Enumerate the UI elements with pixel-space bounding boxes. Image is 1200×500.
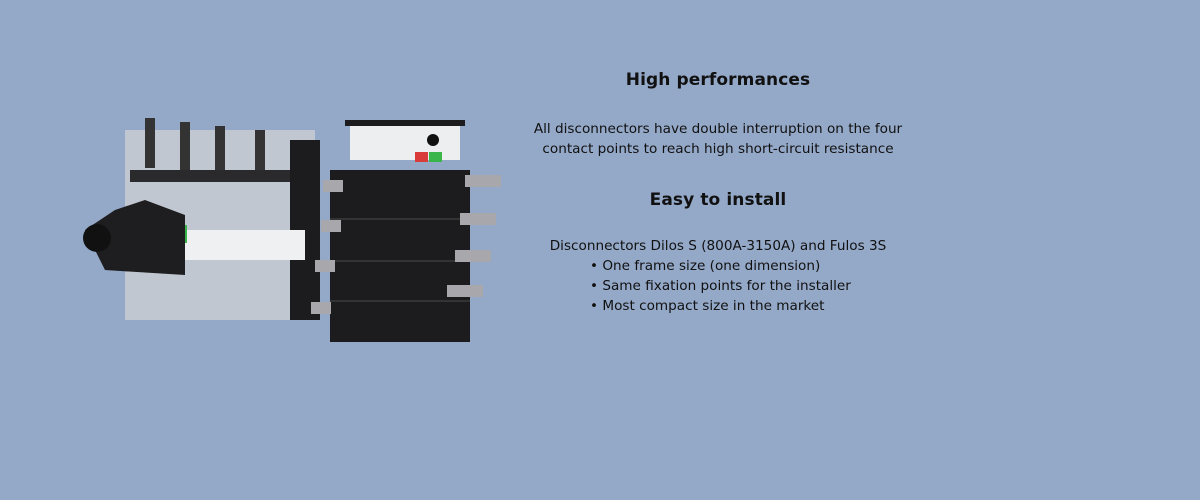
dilos-disconnector-image (83, 118, 320, 320)
fulos-disconnector-image (311, 120, 501, 342)
section-title: High performances (625, 70, 811, 90)
description-line: contact points to reach high short-circu… (542, 141, 894, 157)
easy-to-install-section: Easy to install Disconnectors Dilos S (8… (510, 190, 926, 316)
section-title: Easy to install (649, 190, 787, 210)
description-line: All disconnectors have double interrupti… (533, 121, 903, 137)
list-item: • Most compact size in the market (590, 298, 825, 314)
intro-text: Disconnectors Dilos S (800A-3150A) and F… (549, 238, 887, 254)
high-performances-section: High performances All disconnectors have… (510, 70, 926, 159)
list-item: • One frame size (one dimension) (590, 258, 821, 274)
product-image (83, 118, 501, 342)
list-item: • Same fixation points for the installer (590, 278, 851, 294)
feature-list: • One frame size (one dimension) • Same … (510, 256, 926, 316)
